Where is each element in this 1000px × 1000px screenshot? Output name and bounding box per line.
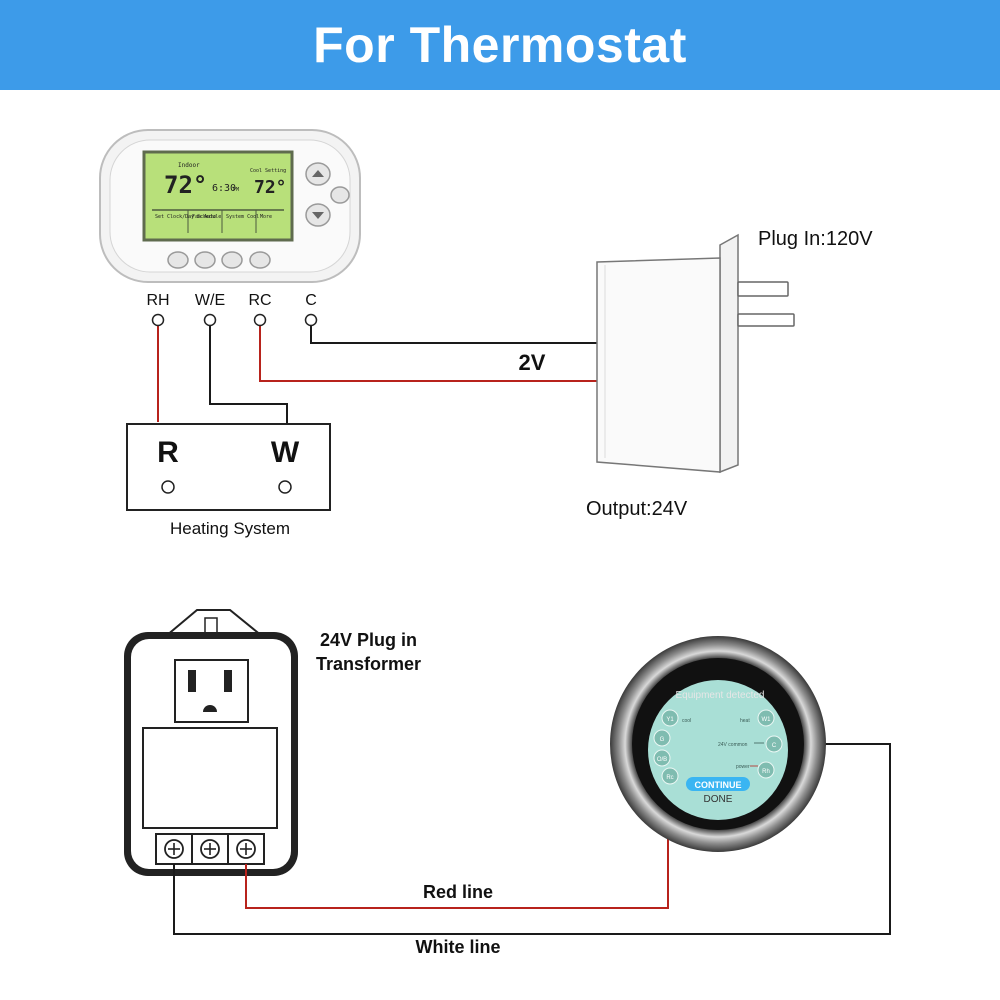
nest-terminal-g: G [660, 737, 665, 743]
nest-power-label: power [736, 764, 750, 770]
thermostat-soft-button[interactable] [167, 251, 189, 269]
thermostat-soft-button[interactable] [194, 251, 216, 269]
setting-label: Cool Setting [250, 168, 286, 174]
setting-temp: 72° [254, 177, 287, 198]
heating-terminal-r-label: R [157, 436, 179, 469]
transformer-label-line2: Transformer [316, 654, 421, 674]
menu-fan: Fan Auto [192, 214, 216, 220]
thermostat-terminals: RH W/E RC C [146, 292, 316, 309]
plug-adapter: Plug In:120V Output:24V [586, 228, 873, 520]
nest-terminal-w1: W1 [762, 717, 772, 723]
indoor-label: Indoor [178, 162, 200, 169]
terminal-c-label: C [305, 292, 317, 309]
nest-left-terminals: Y1 G O/B Rc [653, 709, 679, 785]
thermostat: Indoor 72° 6:30 PM Cool Setting 72° Set … [99, 129, 361, 283]
menu-set: Set Clock/Day Schedule [155, 214, 221, 220]
heating-terminal-r [161, 480, 175, 494]
nest-cool-label: cool [682, 718, 691, 724]
white-line-label: White line [416, 937, 501, 957]
up-arrow-icon [312, 170, 324, 177]
nest-terminal-ob: O/B [657, 757, 667, 763]
nest-terminal-rc: Rc [666, 775, 673, 781]
terminal-we-label: W/E [195, 292, 225, 309]
title-banner: For Thermostat [0, 0, 1000, 90]
smart-thermostat-screen [648, 680, 788, 820]
terminal-rc-label: RC [248, 292, 271, 309]
terminal-rh-label: RH [146, 292, 169, 309]
wire-voltage-label: 2V [519, 350, 546, 375]
terminal-c [304, 313, 318, 327]
plug-output-label: Output:24V [586, 498, 688, 520]
equipment-detected-header: Equipment detected [676, 690, 765, 701]
c-to-plug-wire [310, 325, 597, 344]
thermostat-side-buttons [305, 162, 350, 227]
continue-button-label: CONTINUE [695, 780, 742, 790]
nest-heat-label: heat [740, 718, 750, 724]
nest-terminal-y1: Y1 [666, 717, 674, 723]
terminal-rc [253, 313, 267, 327]
we-to-w-wire [209, 325, 288, 424]
plug-input-label: Plug In:120V [758, 228, 873, 250]
thermostat-soft-button[interactable] [249, 251, 271, 269]
smart-thermostat: Equipment detected Y1 G O/B Rc W1 C Rh c… [610, 636, 826, 852]
nest-terminal-rh: Rh [762, 769, 770, 775]
rc-to-plug-wire [259, 325, 597, 382]
nest-terminal-c: C [772, 743, 777, 749]
time-suffix: PM [233, 187, 239, 193]
nest-right-terminals: W1 C Rh [757, 709, 783, 779]
nest-continue-button[interactable]: CONTINUE [686, 777, 750, 791]
heating-system: R W Heating System [126, 423, 331, 538]
menu-more: More [260, 214, 272, 220]
thermostat-soft-button[interactable] [221, 251, 243, 269]
nest-done-label[interactable]: DONE [704, 794, 733, 805]
time-display: 6:30 [212, 183, 236, 194]
page-title: For Thermostat [313, 17, 687, 73]
hold-button[interactable] [330, 186, 350, 204]
transformer: 24V Plug in Transformer [124, 609, 421, 876]
heating-system-label: Heating System [170, 519, 290, 538]
plug-prongs [737, 281, 795, 327]
red-line-label: Red line [423, 882, 493, 902]
thermostat-bottom-buttons [167, 251, 271, 269]
indoor-temp: 72° [164, 171, 207, 199]
heating-terminal-w [278, 480, 292, 494]
nest-common-label: 24V common [718, 742, 748, 748]
top-wires [157, 325, 597, 424]
lcd-display: Indoor 72° 6:30 PM Cool Setting 72° Set … [142, 150, 294, 242]
white-line-wire [173, 743, 891, 935]
transformer-label-line1: 24V Plug in [320, 630, 417, 650]
menu-system: System Cool [226, 214, 259, 220]
screw-terminals [155, 833, 265, 865]
terminal-rh [151, 313, 165, 327]
thermostat-terminal-circles [151, 313, 318, 327]
outlet [174, 659, 249, 723]
heating-terminal-w-label: W [271, 436, 300, 469]
down-arrow-icon [312, 212, 324, 219]
terminal-we [203, 313, 217, 327]
